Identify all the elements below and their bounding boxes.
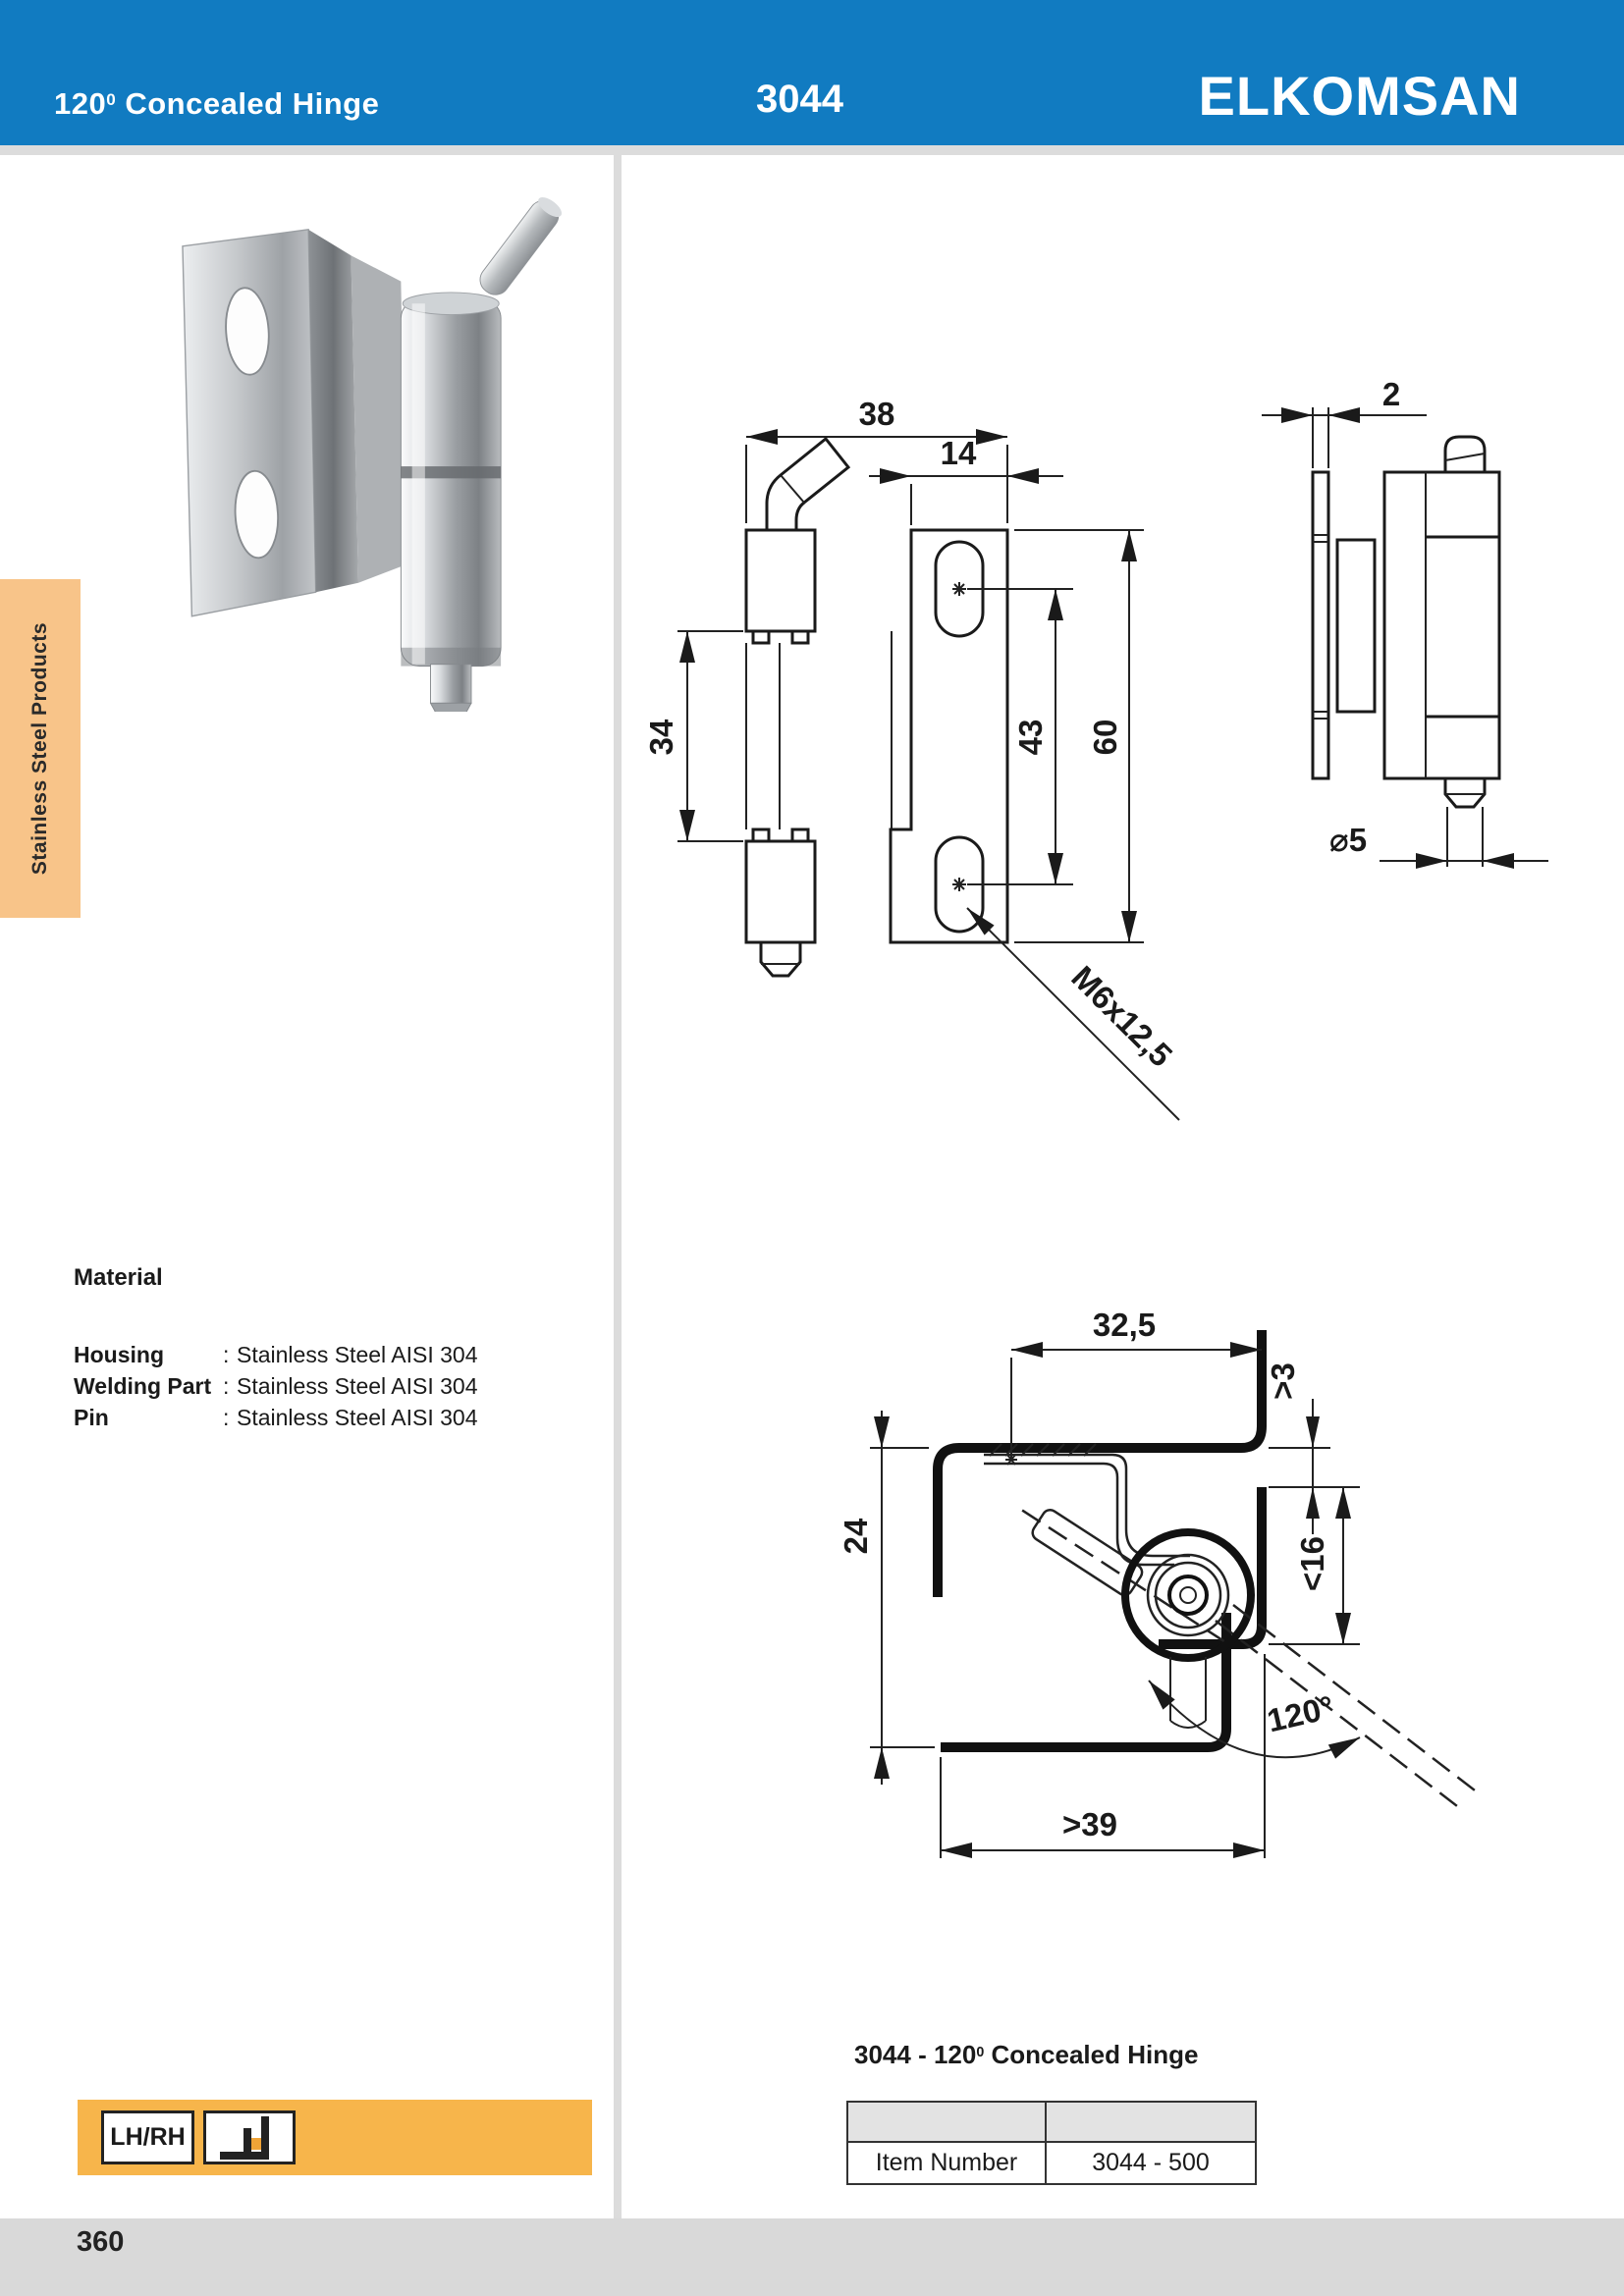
- section-view-drawing: 120° 32,5 24 >3 <16 >39: [838, 1307, 1480, 1858]
- header-divider-strip: [0, 145, 1624, 155]
- side-view-drawing: 2 ⌀5: [1262, 378, 1548, 869]
- front-view-drawing: 38 14 34 4: [643, 396, 1180, 1121]
- dim-min-width: >39: [1062, 1806, 1117, 1842]
- material-row-welding-part: Welding Part:Stainless Steel AISI 304: [74, 1373, 478, 1399]
- dim-38: 38: [859, 396, 895, 432]
- page-number: 360: [77, 2226, 125, 2258]
- dim-2: 2: [1382, 378, 1400, 412]
- dim-60: 60: [1087, 720, 1123, 756]
- spec-table: Item Number 3044 - 500: [846, 2101, 1257, 2185]
- material-section: Material Housing:Stainless Steel AISI 30…: [74, 1264, 545, 1433]
- column-divider: [614, 155, 622, 2218]
- brand-logo: ELKOMSAN: [1198, 65, 1521, 127]
- dim-height: 24: [838, 1518, 874, 1554]
- spec-table-row: Item Number 3044 - 500: [848, 2143, 1255, 2183]
- header-bar: 1200 Concealed Hinge 3044 ELKOMSAN: [0, 0, 1624, 145]
- product-photo: [182, 196, 563, 712]
- dim-34: 34: [643, 719, 679, 755]
- dim-edge: <16: [1294, 1536, 1330, 1591]
- material-row-housing: Housing:Stainless Steel AISI 304: [74, 1342, 478, 1367]
- spec-table-header-cell: [848, 2103, 1047, 2141]
- spec-table-header-row: [848, 2103, 1255, 2143]
- material-heading: Material: [74, 1264, 163, 1291]
- dim-gap: >3: [1265, 1362, 1301, 1400]
- item-code: 3044: [756, 78, 843, 121]
- material-row-pin: Pin:Stainless Steel AISI 304: [74, 1405, 478, 1430]
- thread-note: M6x12,5: [1064, 959, 1179, 1074]
- sidebar-tab-label: Stainless Steel Products: [28, 621, 51, 876]
- dim-14: 14: [941, 435, 977, 471]
- page-title: 1200 Concealed Hinge: [54, 86, 380, 121]
- dim-43: 43: [1012, 720, 1049, 756]
- item-number-value: 3044 - 500: [1092, 2149, 1210, 2176]
- handing-label: LH/RH: [101, 2110, 194, 2164]
- hinge-type-icon: [203, 2110, 296, 2164]
- footer-bar: 360: [0, 2218, 1624, 2296]
- handing-badge: LH/RH: [78, 2100, 592, 2175]
- hinge-profile-icon: [220, 2115, 269, 2160]
- sidebar-tab-stainless-steel: Stainless Steel Products: [0, 579, 81, 918]
- dim-depth: 32,5: [1093, 1307, 1156, 1343]
- drawing-caption: 3044 - 1200 Concealed Hinge: [854, 2040, 1199, 2069]
- dim-angle: 120°: [1264, 1688, 1337, 1738]
- dim-pin-diameter: ⌀5: [1329, 822, 1367, 858]
- spec-table-header-cell: [1047, 2103, 1255, 2141]
- hinge-photo-illustration: [182, 196, 563, 712]
- item-number-label: Item Number: [848, 2143, 1047, 2183]
